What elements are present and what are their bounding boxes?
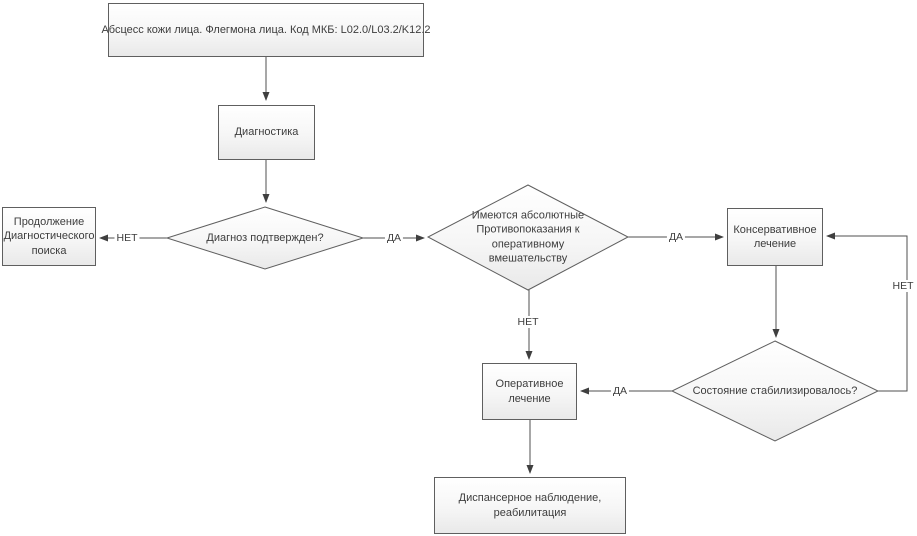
decision-stabilized-label: Состояние стабилизировалось? [692,384,858,397]
edge-label-diagnosis-yes: ДА [384,232,404,244]
node-conservative-treatment: Консервативное лечение [727,208,823,266]
edge-label-stabilized-yes: ДА [610,385,630,397]
node-start-diagnosis-code: Абсцесс кожи лица. Флегмона лица. Код МК… [101,3,431,57]
connector-decision3-no-loop-to-conservative [826,232,908,392]
decision-diagnosis-confirmed-label: Диагноз подтвержден? [206,231,324,244]
node-dispensary-observation: Диспансерное наблюдение, реабилитация [434,477,626,534]
edge-label-stabilized-no: НЕТ [890,280,916,292]
node-continue-diagnostic-search: Продолжение Диагностического поиска [2,207,96,266]
edge-label-diagnosis-no: НЕТ [114,232,140,244]
decision-diagnosis-confirmed-shape [165,206,365,270]
decision-contraindications-shape [426,184,630,291]
node-diagnostics: Диагностика [218,105,315,160]
edge-label-contraindications-no: НЕТ [515,316,541,328]
node-operative-treatment: Оперативное лечение [482,363,577,420]
decision-stabilized-shape [670,340,880,442]
edge-label-contraindications-yes: ДА [666,231,686,243]
decision-contraindications-label: Имеются абсолютные Противопоказания к оп… [471,209,585,265]
